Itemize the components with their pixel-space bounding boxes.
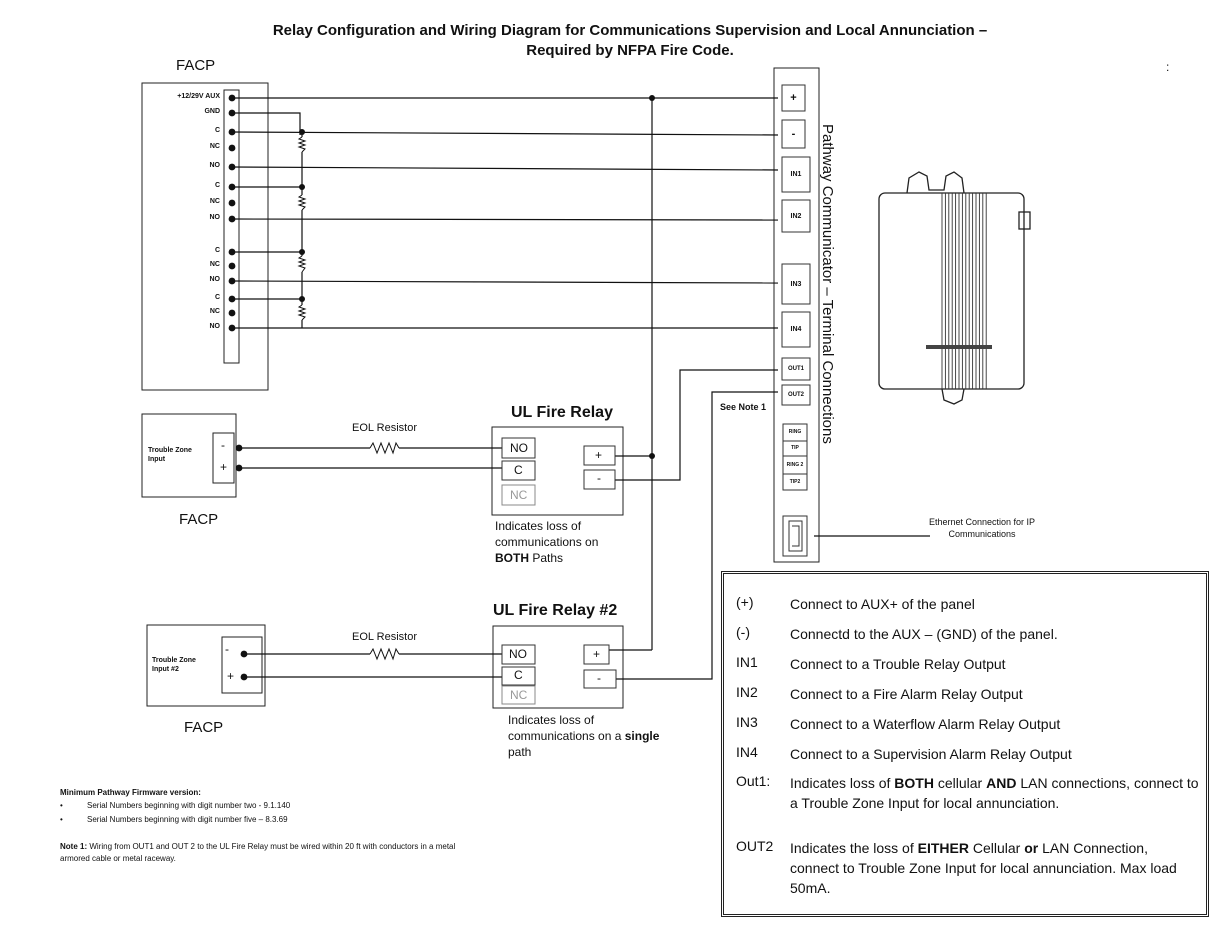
facp-terminal-label: NC [209, 143, 220, 150]
zone1-plus: + [220, 460, 228, 474]
zone2-terminal-box [221, 636, 263, 694]
facp-terminal-dot [228, 215, 236, 223]
facp-terminal-label: NO [209, 162, 221, 169]
relay2-nc: NC [510, 688, 528, 702]
zone1-box [141, 413, 237, 498]
zone1-resistor-label: EOL Resistor [352, 422, 418, 434]
relay2-box [492, 625, 624, 709]
facp-terminal-dot [228, 324, 236, 332]
firmware-item-1: •Serial Numbers beginning with digit num… [60, 801, 291, 810]
facp-terminal-label: NO [209, 214, 221, 221]
note1: Note 1: Wiring from OUT1 and OUT 2 to th… [60, 842, 456, 863]
facp-terminal-label: NO [209, 276, 221, 283]
zone2-box [146, 624, 266, 707]
pathway-terminal-label: - [791, 127, 796, 140]
facp-terminal-dot [228, 277, 236, 285]
facp-terminal-dot [228, 309, 236, 317]
see-note-label: See Note 1 [720, 402, 767, 412]
pathway-strip-box [773, 67, 820, 563]
relay1-c: C [514, 463, 523, 477]
junction-dot [299, 296, 305, 302]
facp-terminal-label: C [214, 247, 220, 254]
junction-dot [235, 464, 243, 472]
facp-terminal-label: C [214, 294, 220, 301]
facp-terminal-label: NC [209, 198, 220, 205]
zone1-terminal-box [212, 432, 235, 484]
junction-dot [240, 650, 248, 658]
pathway-terminal-label: OUT2 [787, 392, 804, 398]
zone2-resistor-label: EOL Resistor [352, 631, 418, 643]
pathway-terminal-label: OUT1 [787, 366, 804, 372]
junction-dot [649, 453, 655, 459]
facp-terminal-dot [228, 295, 236, 303]
pathway-device-drawing [878, 171, 1031, 405]
facp-terminal-label: +12/29V AUX [177, 93, 220, 100]
facp-terminal-dot [228, 94, 236, 102]
facp-terminal-dot [228, 144, 236, 152]
pathway-terminal-label: RING [788, 429, 802, 435]
relay1-no: NO [510, 441, 528, 455]
facp-terminal-dot [228, 128, 236, 136]
pathway-terminal-label: + [790, 91, 797, 104]
facp-terminal-dot [228, 183, 236, 191]
corner-mark: : [1166, 60, 1170, 74]
junction-dot [649, 95, 655, 101]
relay1-title: UL Fire Relay [511, 404, 613, 421]
firmware-heading: Minimum Pathway Firmware version: [60, 788, 201, 797]
facp-terminal-label: GND [204, 108, 220, 115]
relay2-minus: - [597, 671, 601, 685]
relay1-nc: NC [510, 488, 528, 502]
facp-terminal-label: C [214, 127, 220, 134]
facp-terminal-label: NO [209, 323, 221, 330]
relay1-box [491, 426, 624, 516]
relay2-title: UL Fire Relay #2 [493, 602, 618, 619]
ethernet-label: Ethernet Connection for IP Communication… [928, 517, 1036, 539]
facp-panel-box [141, 82, 269, 391]
facp-terminal-strip [223, 89, 240, 364]
zone2-minus: - [225, 642, 229, 656]
zone1-input-label: Trouble Zone Input [148, 447, 192, 463]
junction-dot [299, 129, 305, 135]
relay2-c: C [514, 668, 523, 682]
pathway-terminal-label: RING 2 [786, 461, 804, 468]
relay2-no: NO [509, 647, 527, 661]
facp-main-label: FACP [176, 57, 216, 74]
relay1-minus: - [597, 471, 601, 485]
relay1-plus: + [595, 448, 603, 462]
facp-terminal-dot [228, 109, 236, 117]
facp-terminal-dot [228, 163, 236, 171]
pathway-terminal-label: Pathway Communicator – Terminal Connecti… [819, 124, 836, 444]
pathway-terminal-label: IN2 [790, 212, 802, 220]
facp-terminal-dot [228, 248, 236, 256]
facp-terminal-label: NC [209, 308, 220, 315]
zone1-facp-label: FACP [179, 511, 219, 528]
zone2-plus: + [227, 669, 235, 683]
facp-terminal-label: NC [209, 261, 220, 268]
junction-dot [299, 184, 305, 190]
pathway-terminal-label: IN1 [790, 171, 802, 178]
legend-box: (+)Connect to AUX+ of the panel (-)Conne… [721, 571, 1209, 917]
facp-terminal-dot [228, 262, 236, 270]
junction-dot [299, 249, 305, 255]
diagram-title-line2: Required by NFPA Fire Code. [526, 42, 734, 59]
diagram-title-line1: Relay Configuration and Wiring Diagram f… [272, 22, 988, 39]
pathway-terminal-label: TIP [791, 445, 799, 451]
relay2-plus: + [593, 647, 601, 661]
pathway-terminal-label: TIP2 [789, 478, 801, 485]
facp-terminal-label: C [214, 182, 220, 189]
zone1-minus: - [221, 438, 225, 452]
junction-dot [235, 444, 243, 452]
relay2-caption: Indicates loss of communications on a si… [508, 713, 660, 759]
zone2-input-label: Trouble Zone Input #2 [152, 657, 196, 673]
junction-dot [240, 673, 248, 681]
pathway-terminal-label: IN3 [790, 280, 802, 288]
relay1-caption: Indicates loss of communications on BOTH… [495, 519, 599, 565]
pathway-terminal-label: IN4 [790, 326, 802, 333]
facp-terminal-dot [228, 199, 236, 207]
zone2-facp-label: FACP [184, 719, 224, 736]
firmware-item-2: •Serial Numbers beginning with digit num… [60, 815, 288, 824]
